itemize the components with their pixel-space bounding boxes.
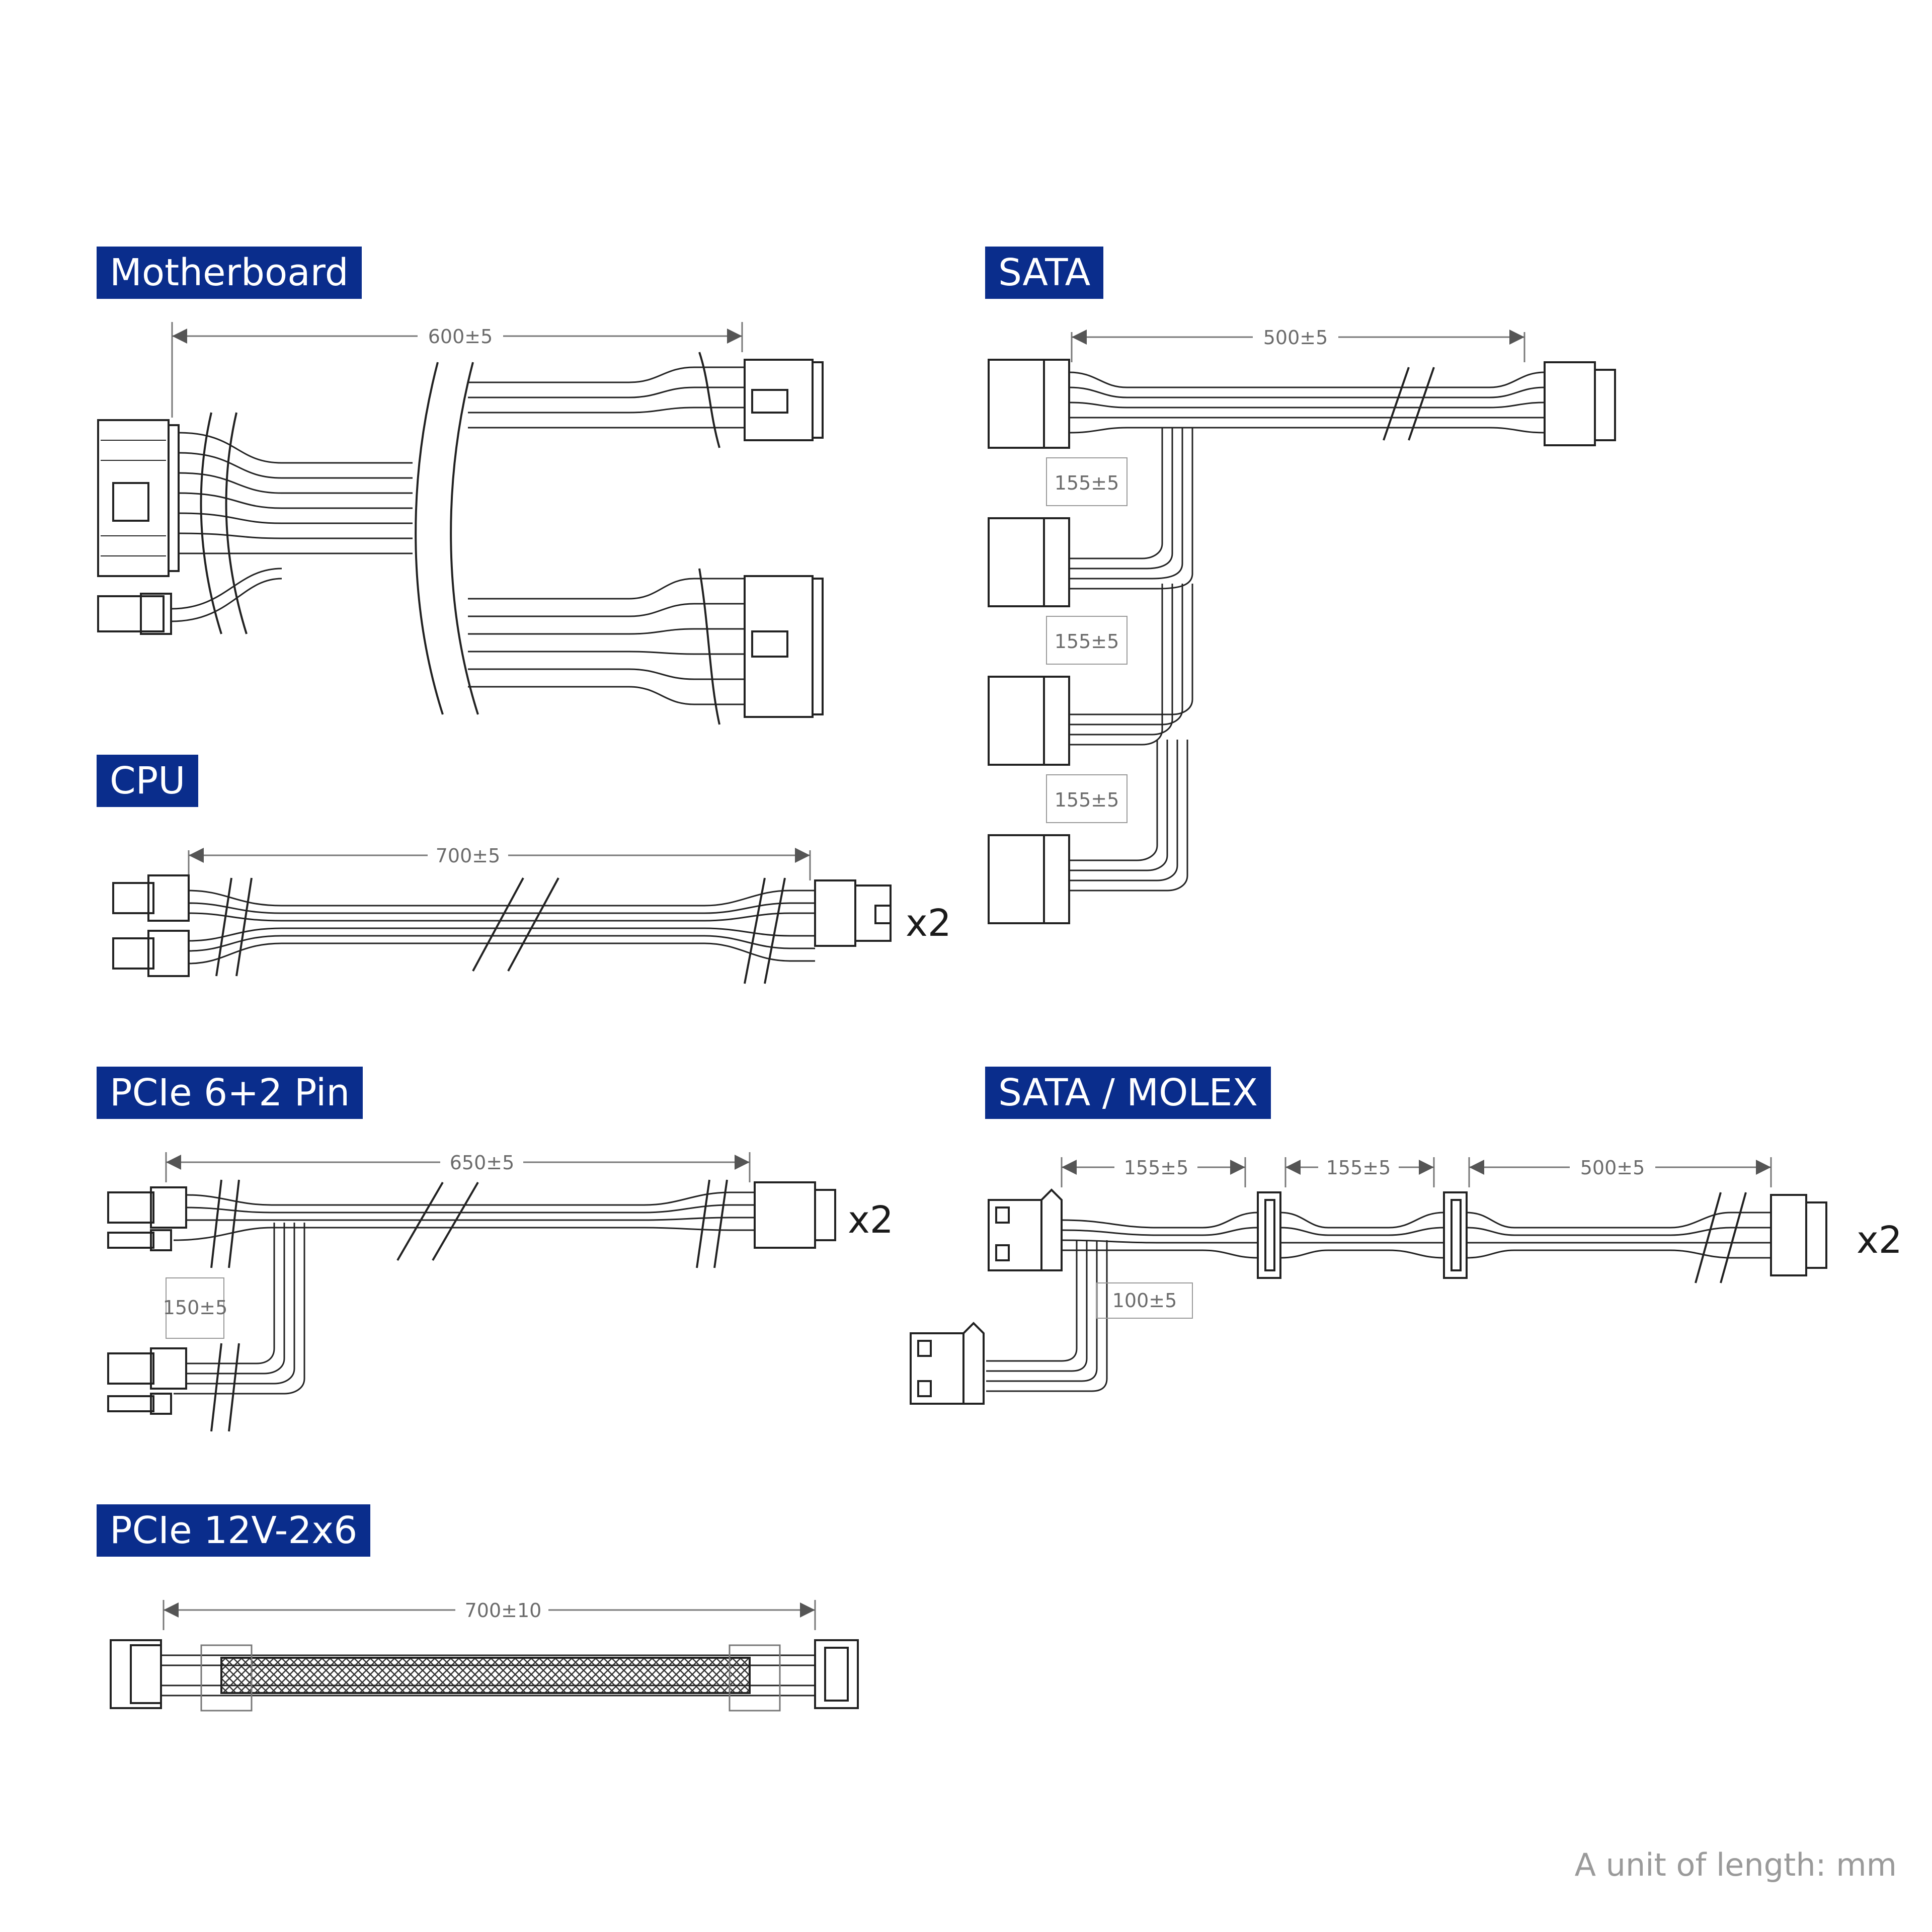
satamolex-segment-1: 155±5	[1124, 1157, 1189, 1179]
pcie62-qty-label: x2	[848, 1198, 894, 1242]
pcie-6-2-cable	[107, 1152, 836, 1432]
pcie62-branch-label: 150±5	[163, 1297, 228, 1319]
satamolex-segment-2: 155±5	[1326, 1157, 1391, 1179]
satamolex-branch-label: 100±5	[1112, 1290, 1177, 1312]
sata-molex-cable	[910, 1157, 1827, 1405]
pcie-12v-cable	[110, 1600, 859, 1712]
sata-length-label: 500±5	[1263, 327, 1328, 349]
section-title-motherboard: Motherboard	[97, 247, 362, 299]
sata-cable	[988, 330, 1616, 924]
cpu-cable	[112, 848, 892, 984]
pcie12v-length-label: 700±10	[465, 1599, 542, 1622]
cpu-length-label: 700±5	[436, 845, 501, 867]
motherboard-length-label: 600±5	[428, 326, 493, 348]
motherboard-cable	[97, 322, 824, 725]
section-title-pcie-6-2: PCIe 6+2 Pin	[97, 1067, 363, 1119]
section-title-pcie-12v: PCIe 12V-2x6	[97, 1504, 371, 1557]
cpu-qty-label: x2	[906, 902, 951, 945]
sata-spacing-3: 155±5	[1055, 789, 1119, 811]
unit-note: A unit of length: mm	[1574, 1846, 1897, 1883]
section-title-sata: SATA	[985, 247, 1104, 299]
section-title-cpu: CPU	[97, 755, 199, 807]
sata-spacing-2: 155±5	[1055, 630, 1119, 653]
section-title-sata-molex: SATA / MOLEX	[985, 1067, 1271, 1119]
sata-spacing-1: 155±5	[1055, 472, 1119, 494]
pcie62-length-label: 650±5	[450, 1152, 515, 1174]
satamolex-segment-3: 500±5	[1580, 1157, 1645, 1179]
satamolex-qty-label: x2	[1857, 1219, 1902, 1262]
